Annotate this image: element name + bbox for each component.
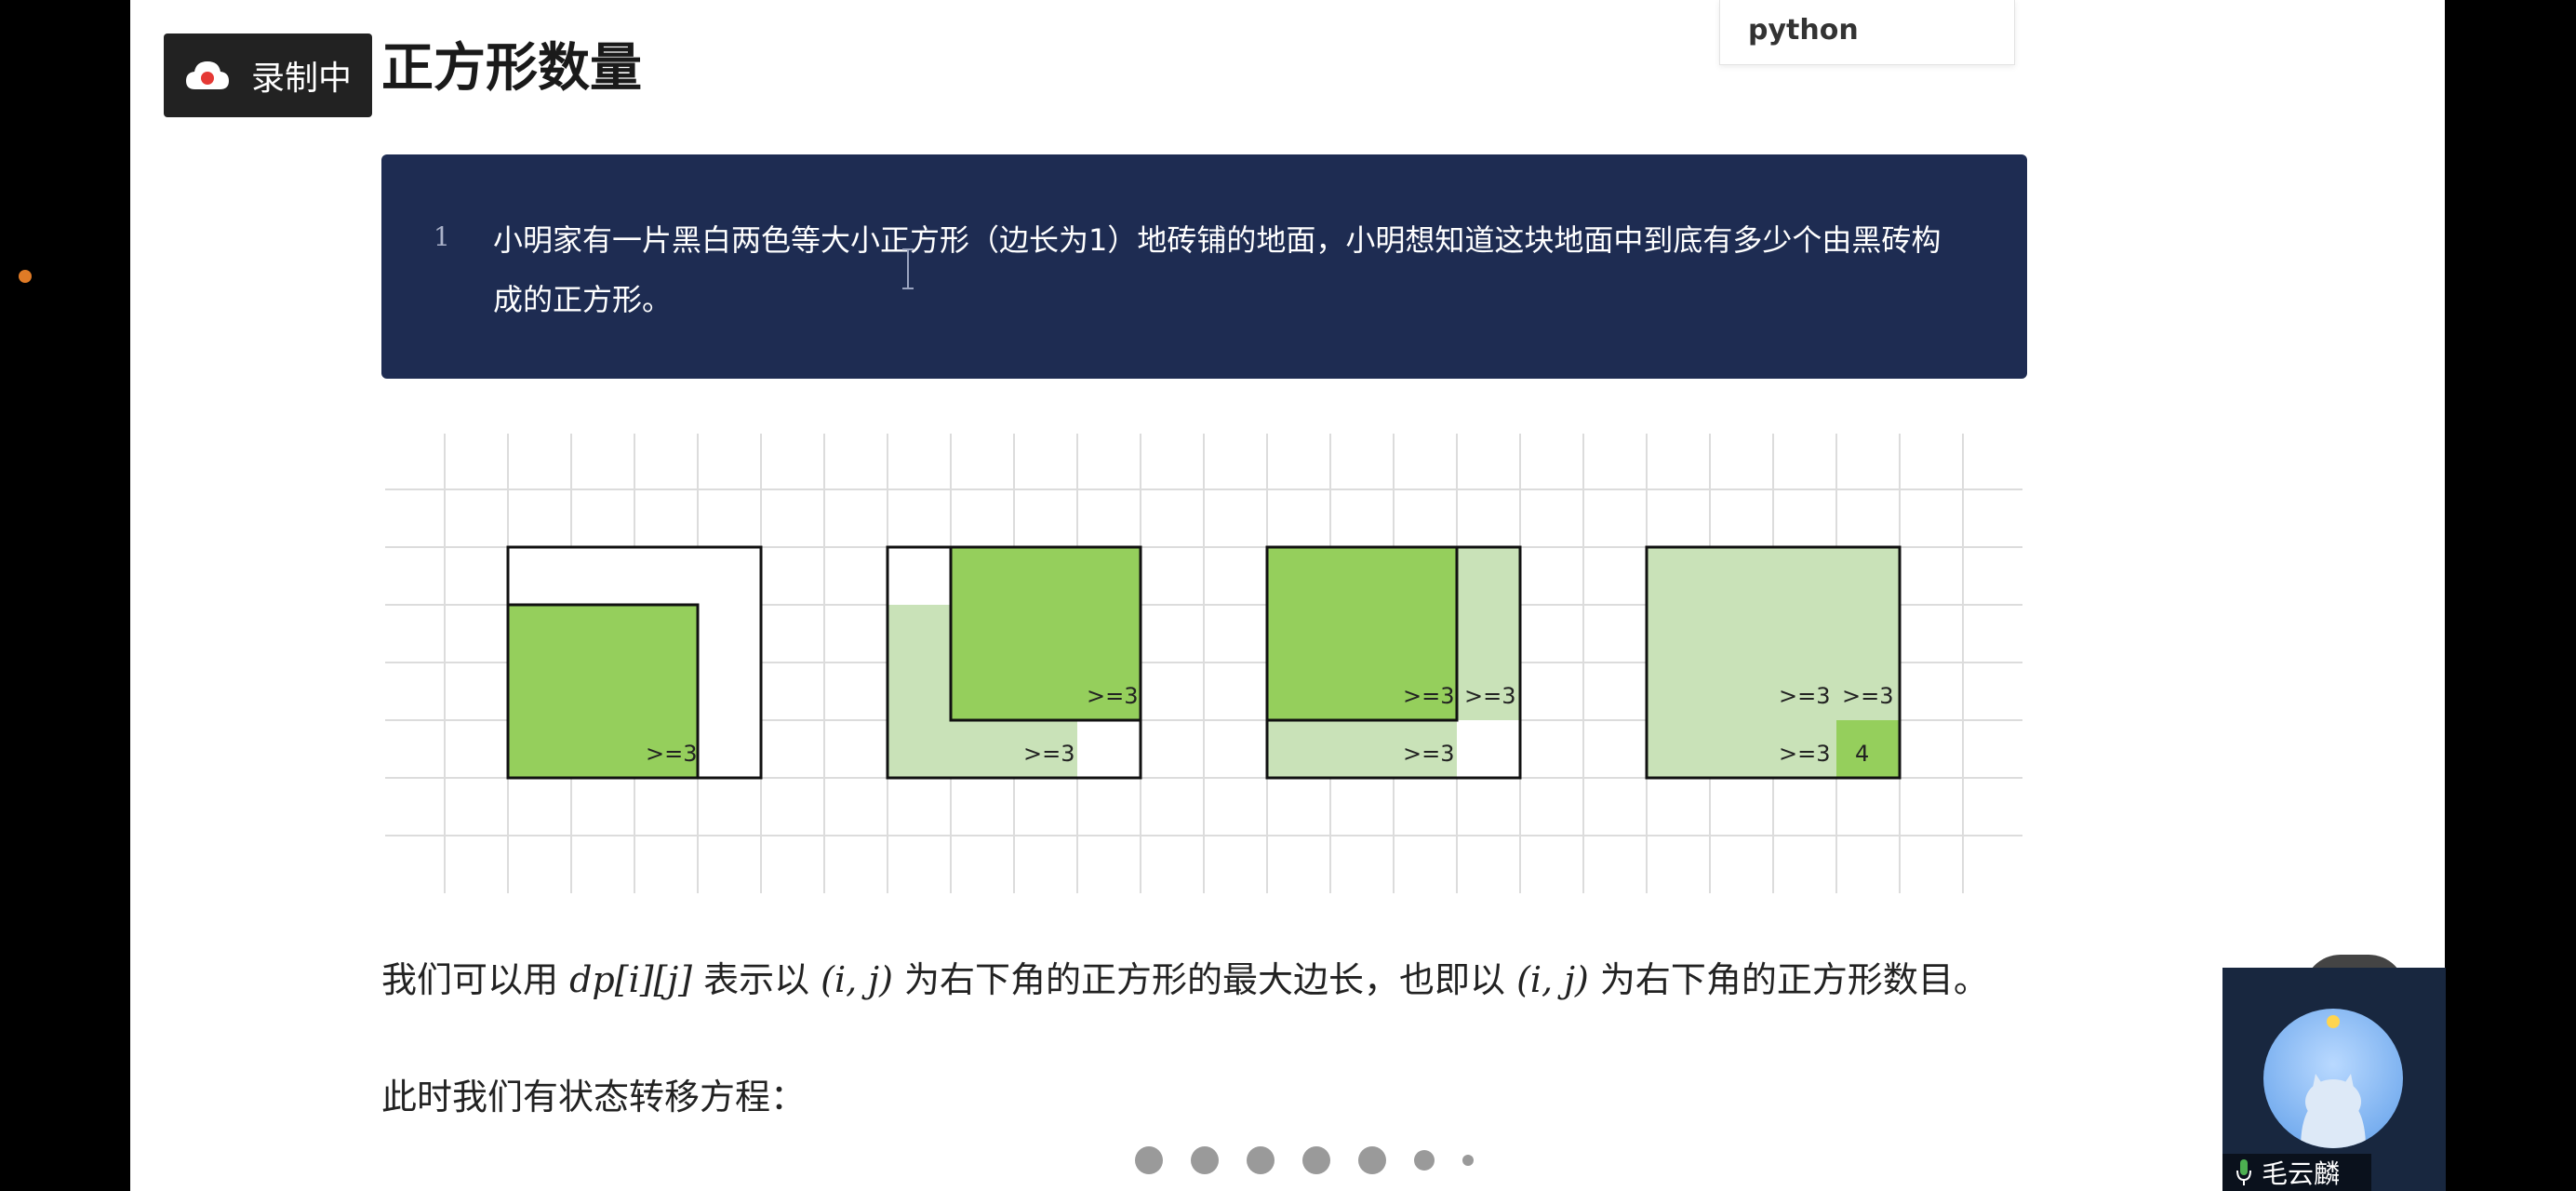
participant-video-tile[interactable]: 毛云麟 bbox=[2222, 968, 2446, 1191]
cloud-record-icon bbox=[186, 61, 229, 89]
code-line: 小明家有一片黑白两色等大小正方形（边长为1）地砖铺的地面，小明想知道这块地面中到… bbox=[493, 222, 1942, 317]
page-indicator[interactable] bbox=[1135, 1146, 1502, 1174]
panel2-label-top: >=3 bbox=[1087, 683, 1139, 709]
math-ij-1: (i, j) bbox=[821, 959, 893, 1000]
para-text-1: 我们可以用 bbox=[381, 959, 570, 1000]
page-dot[interactable] bbox=[1191, 1146, 1219, 1174]
explanation-paragraph: 我们可以用 dp[i][j] 表示以 (i, j) 为右下角的正方形的最大边长，… bbox=[381, 951, 1989, 1002]
panel1-label: >=3 bbox=[646, 741, 698, 767]
line-number: 1 bbox=[434, 221, 450, 252]
panel3-label-bottom: >=3 bbox=[1403, 741, 1455, 767]
avatar-cat-icon bbox=[2301, 1015, 2366, 1148]
math-dp: dp[i][j] bbox=[569, 959, 692, 1000]
panel3-label-top-right: >=3 bbox=[1464, 683, 1516, 709]
transition-paragraph: 此时我们有状态转移方程： bbox=[381, 1077, 807, 1117]
text-cursor-icon bbox=[902, 248, 914, 289]
mic-icon bbox=[2236, 1159, 2251, 1185]
page-dot[interactable] bbox=[1414, 1150, 1435, 1171]
recording-badge[interactable]: 录制中 bbox=[164, 33, 372, 117]
panel4-label-top-right: >=3 bbox=[1842, 683, 1894, 709]
recording-label: 录制中 bbox=[251, 60, 353, 98]
square-count-diagram: >=3 >=3 >=3 >=3 >=3 >=3 >=3 >=3 >=3 4 bbox=[385, 434, 2022, 893]
participant-name: 毛云麟 bbox=[2262, 1158, 2341, 1189]
panel4-label-top-left: >=3 bbox=[1779, 683, 1831, 709]
avatar bbox=[2263, 1009, 2403, 1148]
participant-name-bar: 毛云麟 bbox=[2222, 1154, 2371, 1191]
language-tag[interactable]: python bbox=[1719, 0, 2015, 65]
math-ij-2: (i, j) bbox=[1516, 959, 1589, 1000]
code-block: 1 小明家有一片黑白两色等大小正方形（边长为1）地砖铺的地面，小明想知道这块地面… bbox=[381, 154, 2027, 379]
para-text-4: 为右下角的正方形数目。 bbox=[1588, 959, 1989, 1000]
page-dot[interactable] bbox=[1135, 1146, 1163, 1174]
panel2-label-bottom: >=3 bbox=[1023, 741, 1075, 767]
panel3-label-top-left: >=3 bbox=[1403, 683, 1455, 709]
panel4-label-bottom-right: 4 bbox=[1855, 741, 1869, 767]
page-dot[interactable] bbox=[1462, 1155, 1474, 1166]
page-dot[interactable] bbox=[1358, 1146, 1386, 1174]
para-text-2: 表示以 bbox=[691, 959, 821, 1000]
page-title: 正方形数量 bbox=[381, 38, 642, 99]
status-dot bbox=[19, 270, 32, 283]
page-dot[interactable] bbox=[1302, 1146, 1330, 1174]
para-text-3: 为右下角的正方形的最大边长，也即以 bbox=[892, 959, 1517, 1000]
panel4-label-bottom-left: >=3 bbox=[1779, 741, 1831, 767]
page-dot[interactable] bbox=[1247, 1146, 1275, 1174]
